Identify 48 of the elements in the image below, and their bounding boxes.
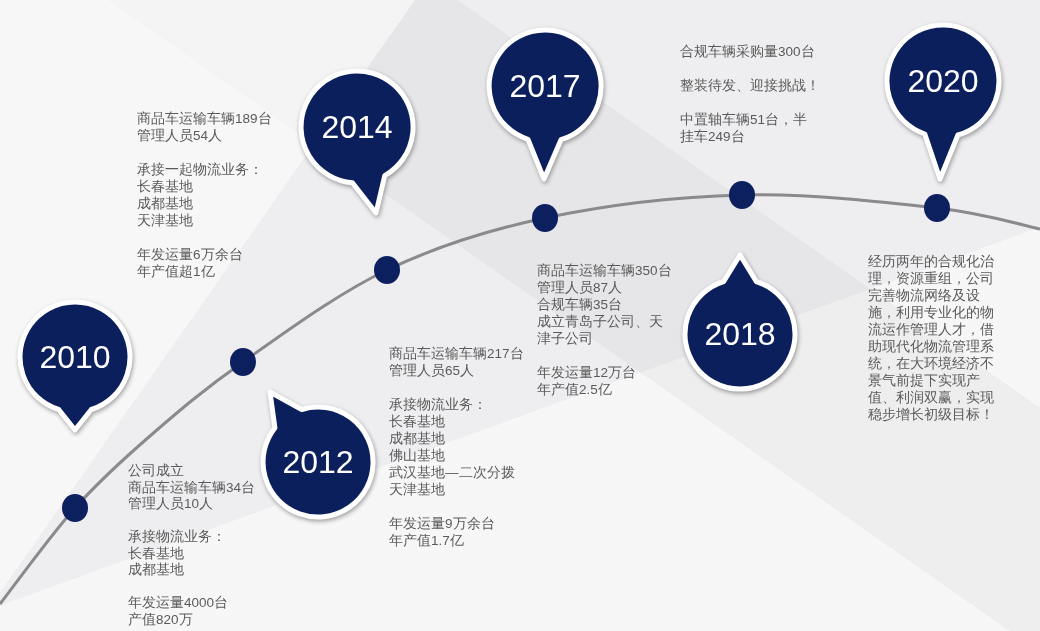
- year-label: 2020: [907, 63, 979, 99]
- speech-bubble: [484, 25, 606, 184]
- speech-bubble: [680, 250, 800, 394]
- year-label: 2010: [39, 339, 111, 375]
- speech-bubble: [296, 66, 418, 218]
- year-label: 2014: [321, 109, 393, 145]
- milestone-text: 合规车辆35台: [537, 296, 624, 313]
- speech-bubble: [15, 297, 135, 435]
- milestone-text: 成立青岛子公司、天津子公司: [537, 313, 664, 347]
- milestone-text: 长春基地: [389, 413, 446, 430]
- year-label: 2017: [509, 68, 581, 104]
- milestone-text: 整装待发、迎接挑战！: [680, 77, 821, 94]
- milestone-text: 经历两年的合规化治理，资源重组，公司完善物流网络及设施，利用专业化的物流运作管理人才，借助现代化物流管理系统，在大环境经济不景气前提下实现产值、利润双赢，实现稳步增长初级目标！: [868, 253, 995, 423]
- milestone-text: 天津基地: [389, 481, 446, 498]
- milestone-text: 公司成立: [128, 463, 185, 480]
- milestone-text: 管理人员87人: [537, 279, 624, 296]
- milestone-text: 合规车辆采购量300台: [680, 43, 816, 60]
- speech-bubble: [882, 20, 1004, 184]
- milestone-text: 成都基地: [137, 195, 194, 212]
- milestone-text: 商品车运输车辆217台: [389, 345, 525, 362]
- milestone-text: 商品车运输车辆350台: [537, 262, 673, 279]
- milestone-text: 管理人员10人: [128, 496, 215, 513]
- milestone-text: 年发运量9万余台: [389, 515, 496, 532]
- milestone-text: 成都基地: [128, 562, 185, 579]
- milestone-text: 武汉基地—二次分拨: [389, 464, 516, 481]
- milestone-text: 中置轴车辆51台，半挂车249台: [680, 111, 809, 145]
- year-label: 2012: [282, 444, 354, 480]
- milestone-text: 年产值超1亿: [137, 263, 216, 280]
- milestone-text: 长春基地: [137, 178, 194, 195]
- milestone-text: 管理人员54人: [137, 127, 224, 144]
- milestone-text: 产值820万: [128, 611, 194, 628]
- milestone-text: 承接物流业务：: [128, 529, 227, 546]
- milestone-text: 商品车运输车辆189台: [137, 110, 273, 127]
- milestone-text: 长春基地: [128, 545, 185, 562]
- milestone-text: 天津基地: [137, 212, 194, 229]
- milestone-text: 管理人员65人: [389, 362, 476, 379]
- milestone-text: 年发运量4000台: [128, 595, 230, 612]
- milestone-text: 商品车运输车辆34台: [128, 479, 257, 496]
- milestone-text: 成都基地: [389, 430, 446, 447]
- milestone-text: 承接一起物流业务：: [137, 161, 264, 178]
- milestone-text: 佛山基地: [389, 447, 446, 464]
- milestone-text: 年产值1.7亿: [389, 532, 465, 549]
- milestone-text: 年发运量12万台: [537, 364, 638, 381]
- milestone-text: 年发运量6万余台: [137, 246, 244, 263]
- speech-bubble: [258, 387, 378, 522]
- milestone-text: 承接物流业务：: [389, 396, 488, 413]
- milestone-text: 年产值2.5亿: [537, 381, 613, 398]
- year-label: 2018: [704, 316, 776, 352]
